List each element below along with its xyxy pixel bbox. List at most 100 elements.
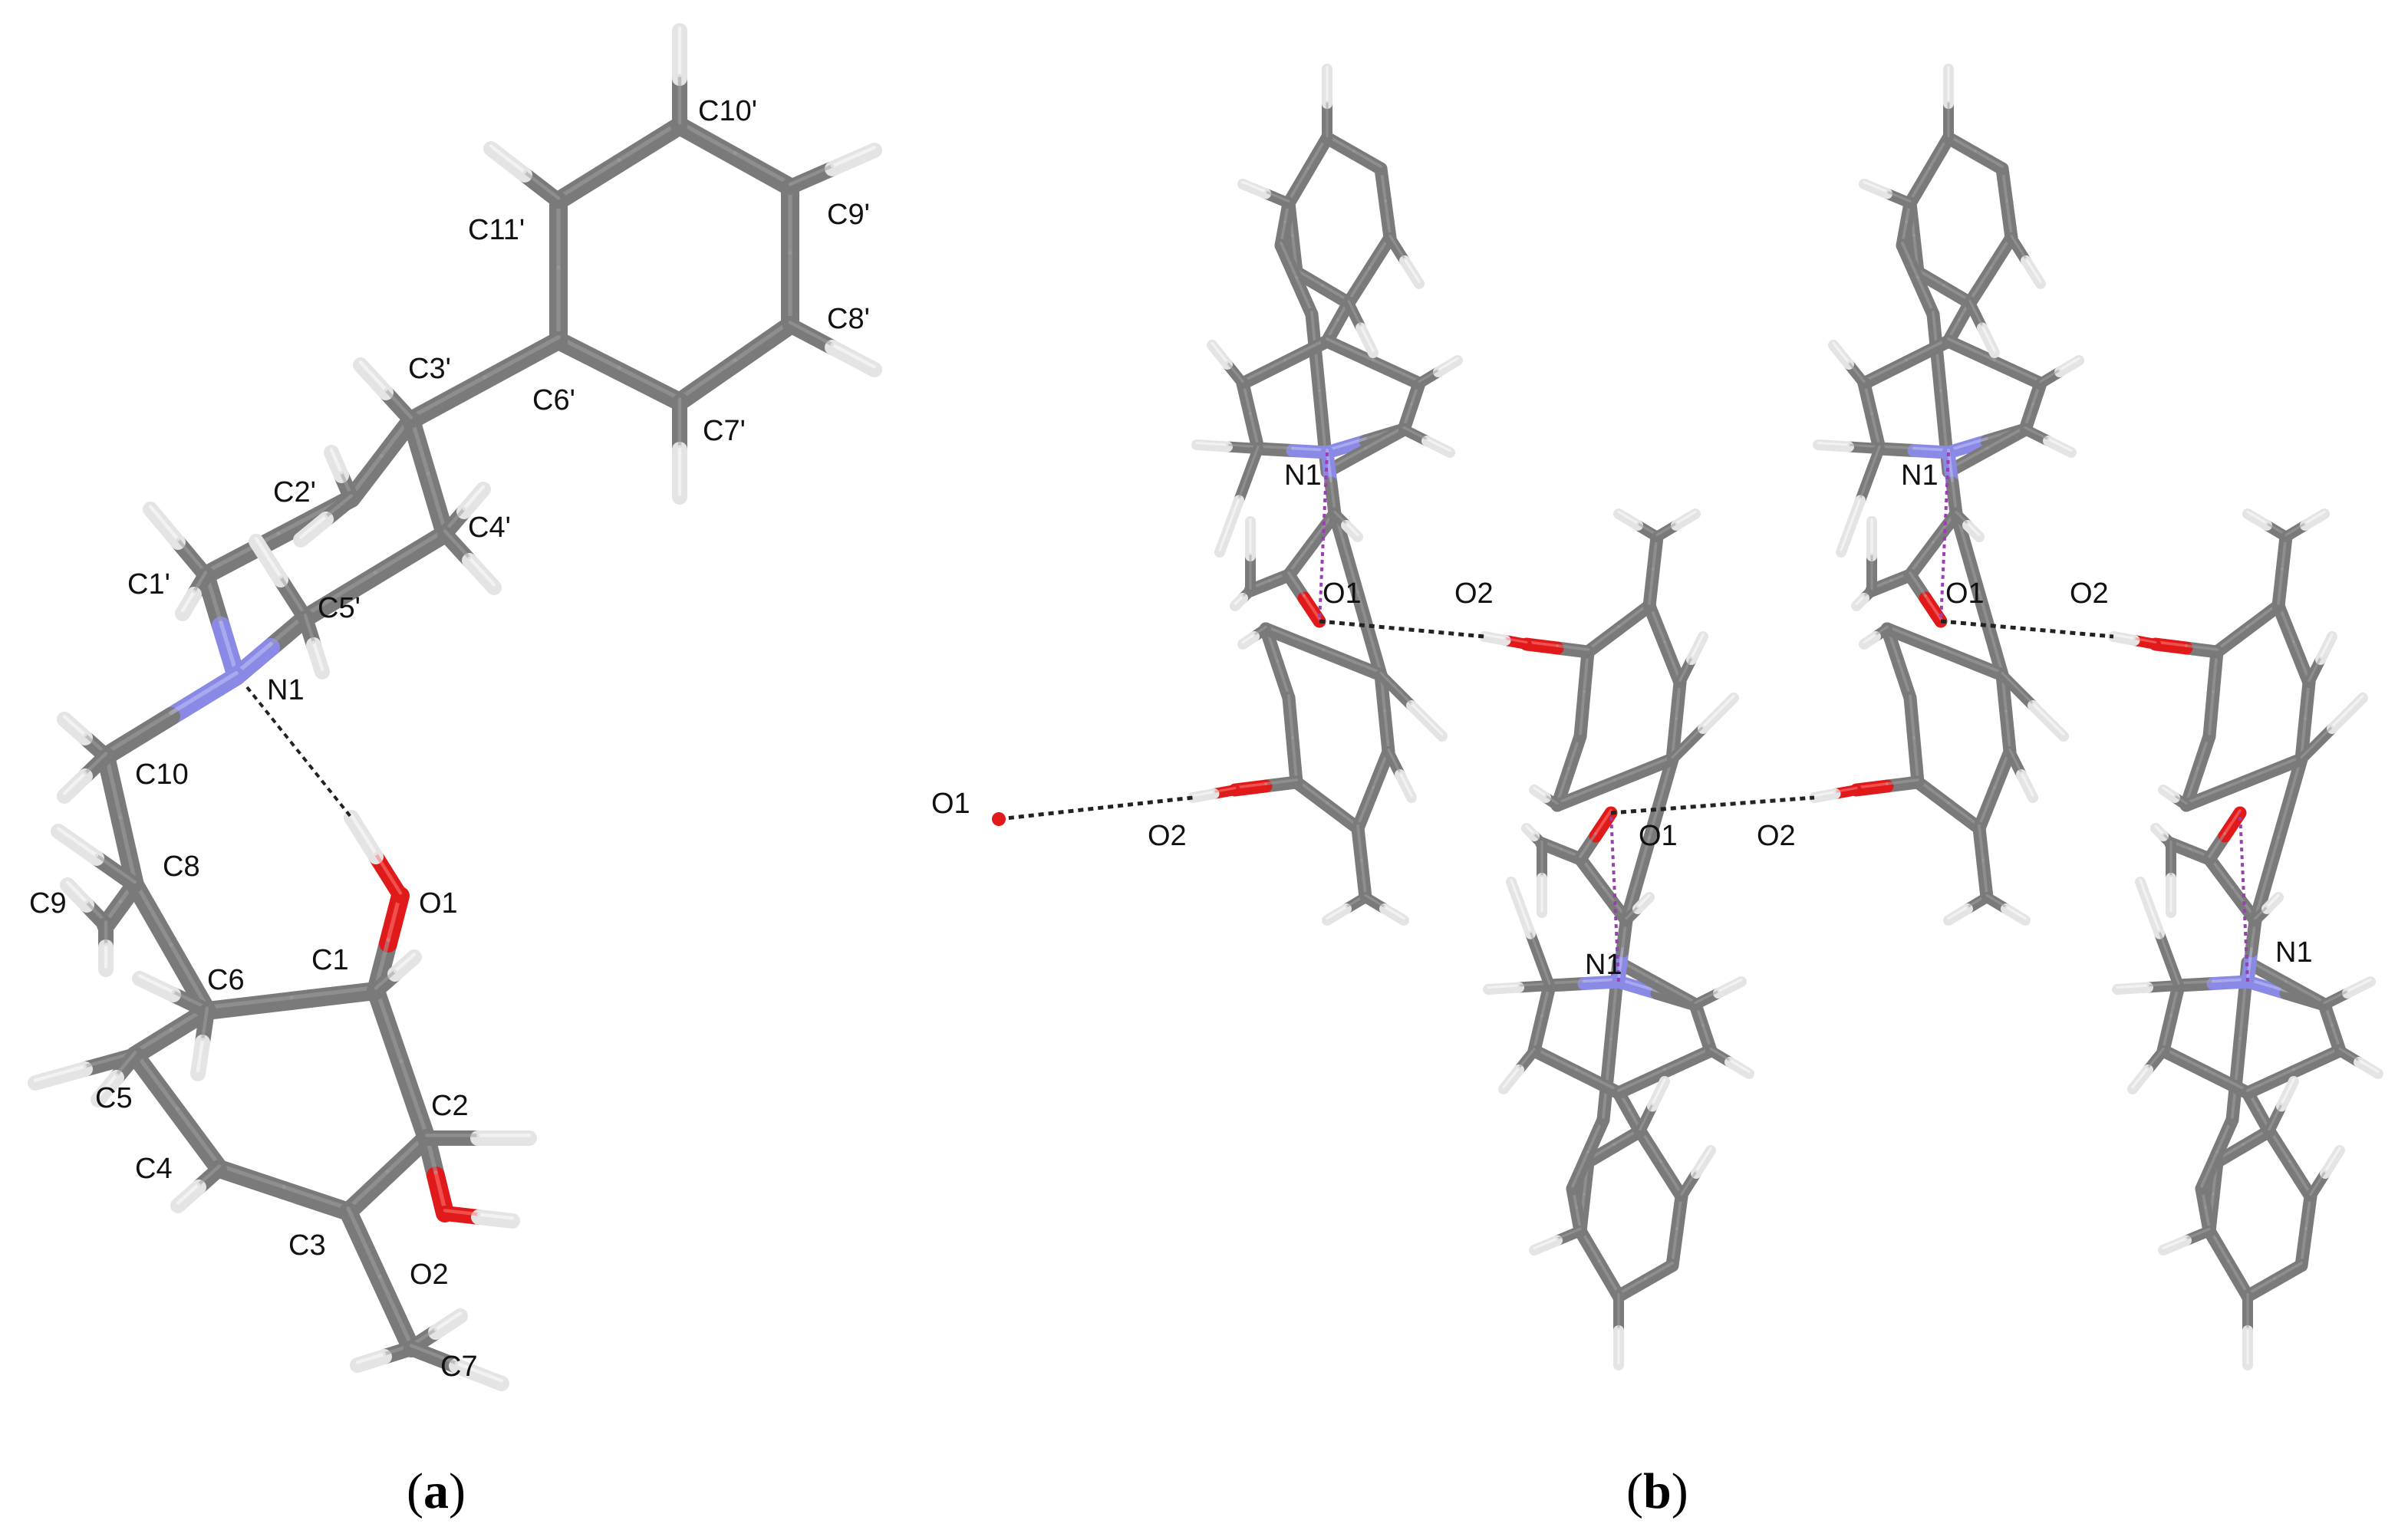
bond-b-u3-Y6-Y1	[1938, 645, 2009, 682]
bond-b-u4-R1-R2-shine	[2204, 1068, 2249, 1092]
bond-b-u2-Y5-H12-shine	[1690, 633, 1705, 660]
bond-b-u2-Me-H14	[1613, 508, 1643, 531]
bond-a-C11p-Ha11p	[483, 141, 532, 183]
bond-b-u2-Pd-Pe-shine	[1659, 1160, 1683, 1196]
bond-b-u2-Y5-Y6-shine	[1671, 717, 1678, 758]
bond-a-O1-HaO1-shine	[374, 852, 403, 895]
bond-b-u4-Pd-Pe-shine	[2288, 1160, 2312, 1196]
bond-b-u1-Y6-H13-shine	[1379, 671, 1413, 706]
bond-b-u2-Pf-Pa-shine	[1617, 1277, 1647, 1295]
bond-b-u1-R6-H8	[1433, 355, 1463, 377]
bond-a-C6p-C3p-shine	[409, 375, 487, 420]
bond-b-u2-S3-H10	[1521, 823, 1540, 841]
bond-b-u1-R6-R1	[1366, 356, 1426, 390]
bond-b-u3-R1-R2-shine	[1863, 358, 1908, 383]
bond-a-C5-C4-shine	[133, 1050, 180, 1111]
bond-a-C10p-C9p	[670, 117, 744, 166]
bond-b-u4-O2-HO2-shine	[2112, 633, 2136, 640]
bond-b-u1-Pe-H3-shine	[1403, 257, 1421, 284]
bond-b-u3-Y6-Y1	[1880, 622, 1952, 659]
bond-a-C4p-C5p	[366, 525, 454, 585]
bond-b-u4-Pb-Pg-shine	[2204, 1206, 2211, 1230]
bond-b-u1-S1-H9-shine	[1333, 510, 1348, 525]
bond-a-C2p-Ha2p2-shine	[324, 494, 354, 518]
bond-a-C10p-C11p-shine	[617, 120, 682, 163]
bond-b-u4-Y3-O2-shine	[2185, 644, 2219, 651]
bond-b-u1-R3-H6	[1191, 439, 1233, 452]
hydrogen-bond-layer	[245, 452, 2249, 982]
bond-b-u3-Y1-Y2-shine	[1897, 660, 1912, 697]
bond-a-C2-C1-shine	[399, 1059, 429, 1137]
bond-b-u2-Y6-Y1	[1550, 775, 1622, 812]
bond-b-u4-Y6-Y1-shine	[2185, 778, 2245, 805]
bond-b-u3-R1-R2	[1857, 356, 1913, 390]
bond-b-u1-Pf-Pa-shine	[1352, 150, 1382, 168]
bond-b-u4-Pd-H4-shine	[2268, 1103, 2283, 1131]
bond-a-C8p-Ha8p-shine	[788, 321, 835, 347]
atom-label-c10: C10	[135, 758, 189, 791]
bond-b-u4-R5-H7-shine	[2346, 978, 2372, 993]
bond-b-u1-R1-R2-shine	[1241, 358, 1286, 383]
bond-a-C10p-C11p	[549, 154, 628, 210]
bond-a-C2-C1-shine	[374, 986, 404, 1064]
bond-a-C7-Ha7c	[449, 1358, 509, 1391]
bond-b-u3-Y1-H11	[1859, 631, 1881, 650]
bond-a-C5p-Ha5p2-shine	[311, 640, 324, 671]
bond-b-u2-R3-H6-shine	[1487, 984, 1520, 989]
bond-a-C3p-Ha3p1-shine	[384, 388, 413, 420]
bond-b-u4-R2-H5-shine	[2131, 1066, 2149, 1089]
bond-b-u3-R3-H6	[1813, 439, 1854, 452]
bond-a-C7-Ha7b-shine	[433, 1311, 463, 1331]
bond-b-u4-S1-H9-shine	[2265, 893, 2280, 909]
bond-b-u3-S1-Y6-shine	[1978, 591, 2004, 674]
bond-a-C10-Ha10b	[57, 768, 93, 804]
bond-b-u1-R4-R5	[1359, 423, 1411, 457]
bond-b-u1-R6-H8-shine	[1418, 368, 1440, 383]
bond-a-C6p-C3p	[402, 371, 494, 429]
bond-b-u4-Y6-H13-shine	[2331, 694, 2364, 729]
atom-label-c9: C9	[29, 887, 67, 920]
bond-b-u3-O2-HO2-shine	[1833, 786, 1858, 794]
bond-b-u1-Pg-Ph-shine	[1280, 242, 1298, 279]
bond-b-u4-R2-H5-shine	[2146, 1047, 2165, 1070]
bond-b-u1-R1-R2-shine	[1283, 337, 1329, 362]
bond-b-u4-S1-Y6-shine	[2277, 755, 2303, 839]
bond-b-u3-Pg-Ph-shine	[1916, 276, 1935, 314]
bond-b-u3-Pg-Ph-shine	[1901, 242, 1919, 279]
bond-b-u3-Pe-H3-shine	[2024, 257, 2042, 284]
bond-b-u2-R6-R1-shine	[1663, 1047, 1712, 1071]
bond-a-C11p-Ha11p-shine	[489, 144, 527, 174]
bond-a-C2p-Ha2p2-shine	[298, 515, 328, 539]
bond-b-u3-R2-R3-shine	[1870, 412, 1881, 448]
bond-b-u1-Y6-Y1-shine	[1322, 648, 1382, 674]
bond-b-u3-R5-H7-shine	[2024, 426, 2050, 441]
bond-b-u1-Y4-Y5-shine	[1356, 786, 1375, 828]
bond-a-C1p-Ha1p1	[143, 502, 186, 550]
bond-a-C5-Ha5b-shine	[114, 1051, 137, 1077]
bond-b-u2-Pb-H2-shine	[1533, 1237, 1559, 1250]
bond-b-u1-Me-H15-shine	[1383, 905, 1405, 920]
bond-b-u4-S2-O1-shine	[2223, 809, 2242, 835]
bond-b-u2-Y1-Y2-shine	[1556, 767, 1570, 805]
bond-a-C7-Ha7a	[350, 1349, 392, 1373]
bond-b-u4-R3-H6	[2112, 982, 2153, 995]
bond-a-C5-Ha5b	[91, 1070, 124, 1107]
bond-b-u2-Pd-H4-shine	[1639, 1103, 1654, 1131]
bond-b-u3-R2-H5-shine	[1832, 341, 1850, 364]
bond-b-u3-Y6-Y1-shine	[1943, 648, 2004, 674]
bond-b-u2-R6-R1	[1612, 1065, 1672, 1100]
bond-a-C4p-Ha4p1-shine	[462, 485, 486, 511]
bond-a-C2p-C1p-shine	[203, 531, 281, 574]
bond-b-u2-S1-H9	[1632, 892, 1655, 914]
bond-b-u3-R3-N-shine	[1878, 445, 1916, 450]
atom-label-b-o1-top-left: O1	[1323, 578, 1362, 610]
bond-b-u4-Pg-Ph-shine	[2200, 1150, 2219, 1188]
bond-a-C9-Ha9a	[60, 877, 94, 913]
bond-b-u3-Y1-H11-shine	[1874, 625, 1889, 637]
hbond-b-u4-intra	[2238, 812, 2249, 982]
bond-a-C6-Ha6b-shine	[196, 1038, 205, 1073]
bond-a-C4-Ha4	[170, 1180, 206, 1213]
bond-b-u3-Pb-H2	[1859, 179, 1892, 199]
bond-b-u1-Pc-Pd-shine	[1295, 268, 1324, 287]
bond-a-C10-Ha10a	[57, 712, 93, 745]
